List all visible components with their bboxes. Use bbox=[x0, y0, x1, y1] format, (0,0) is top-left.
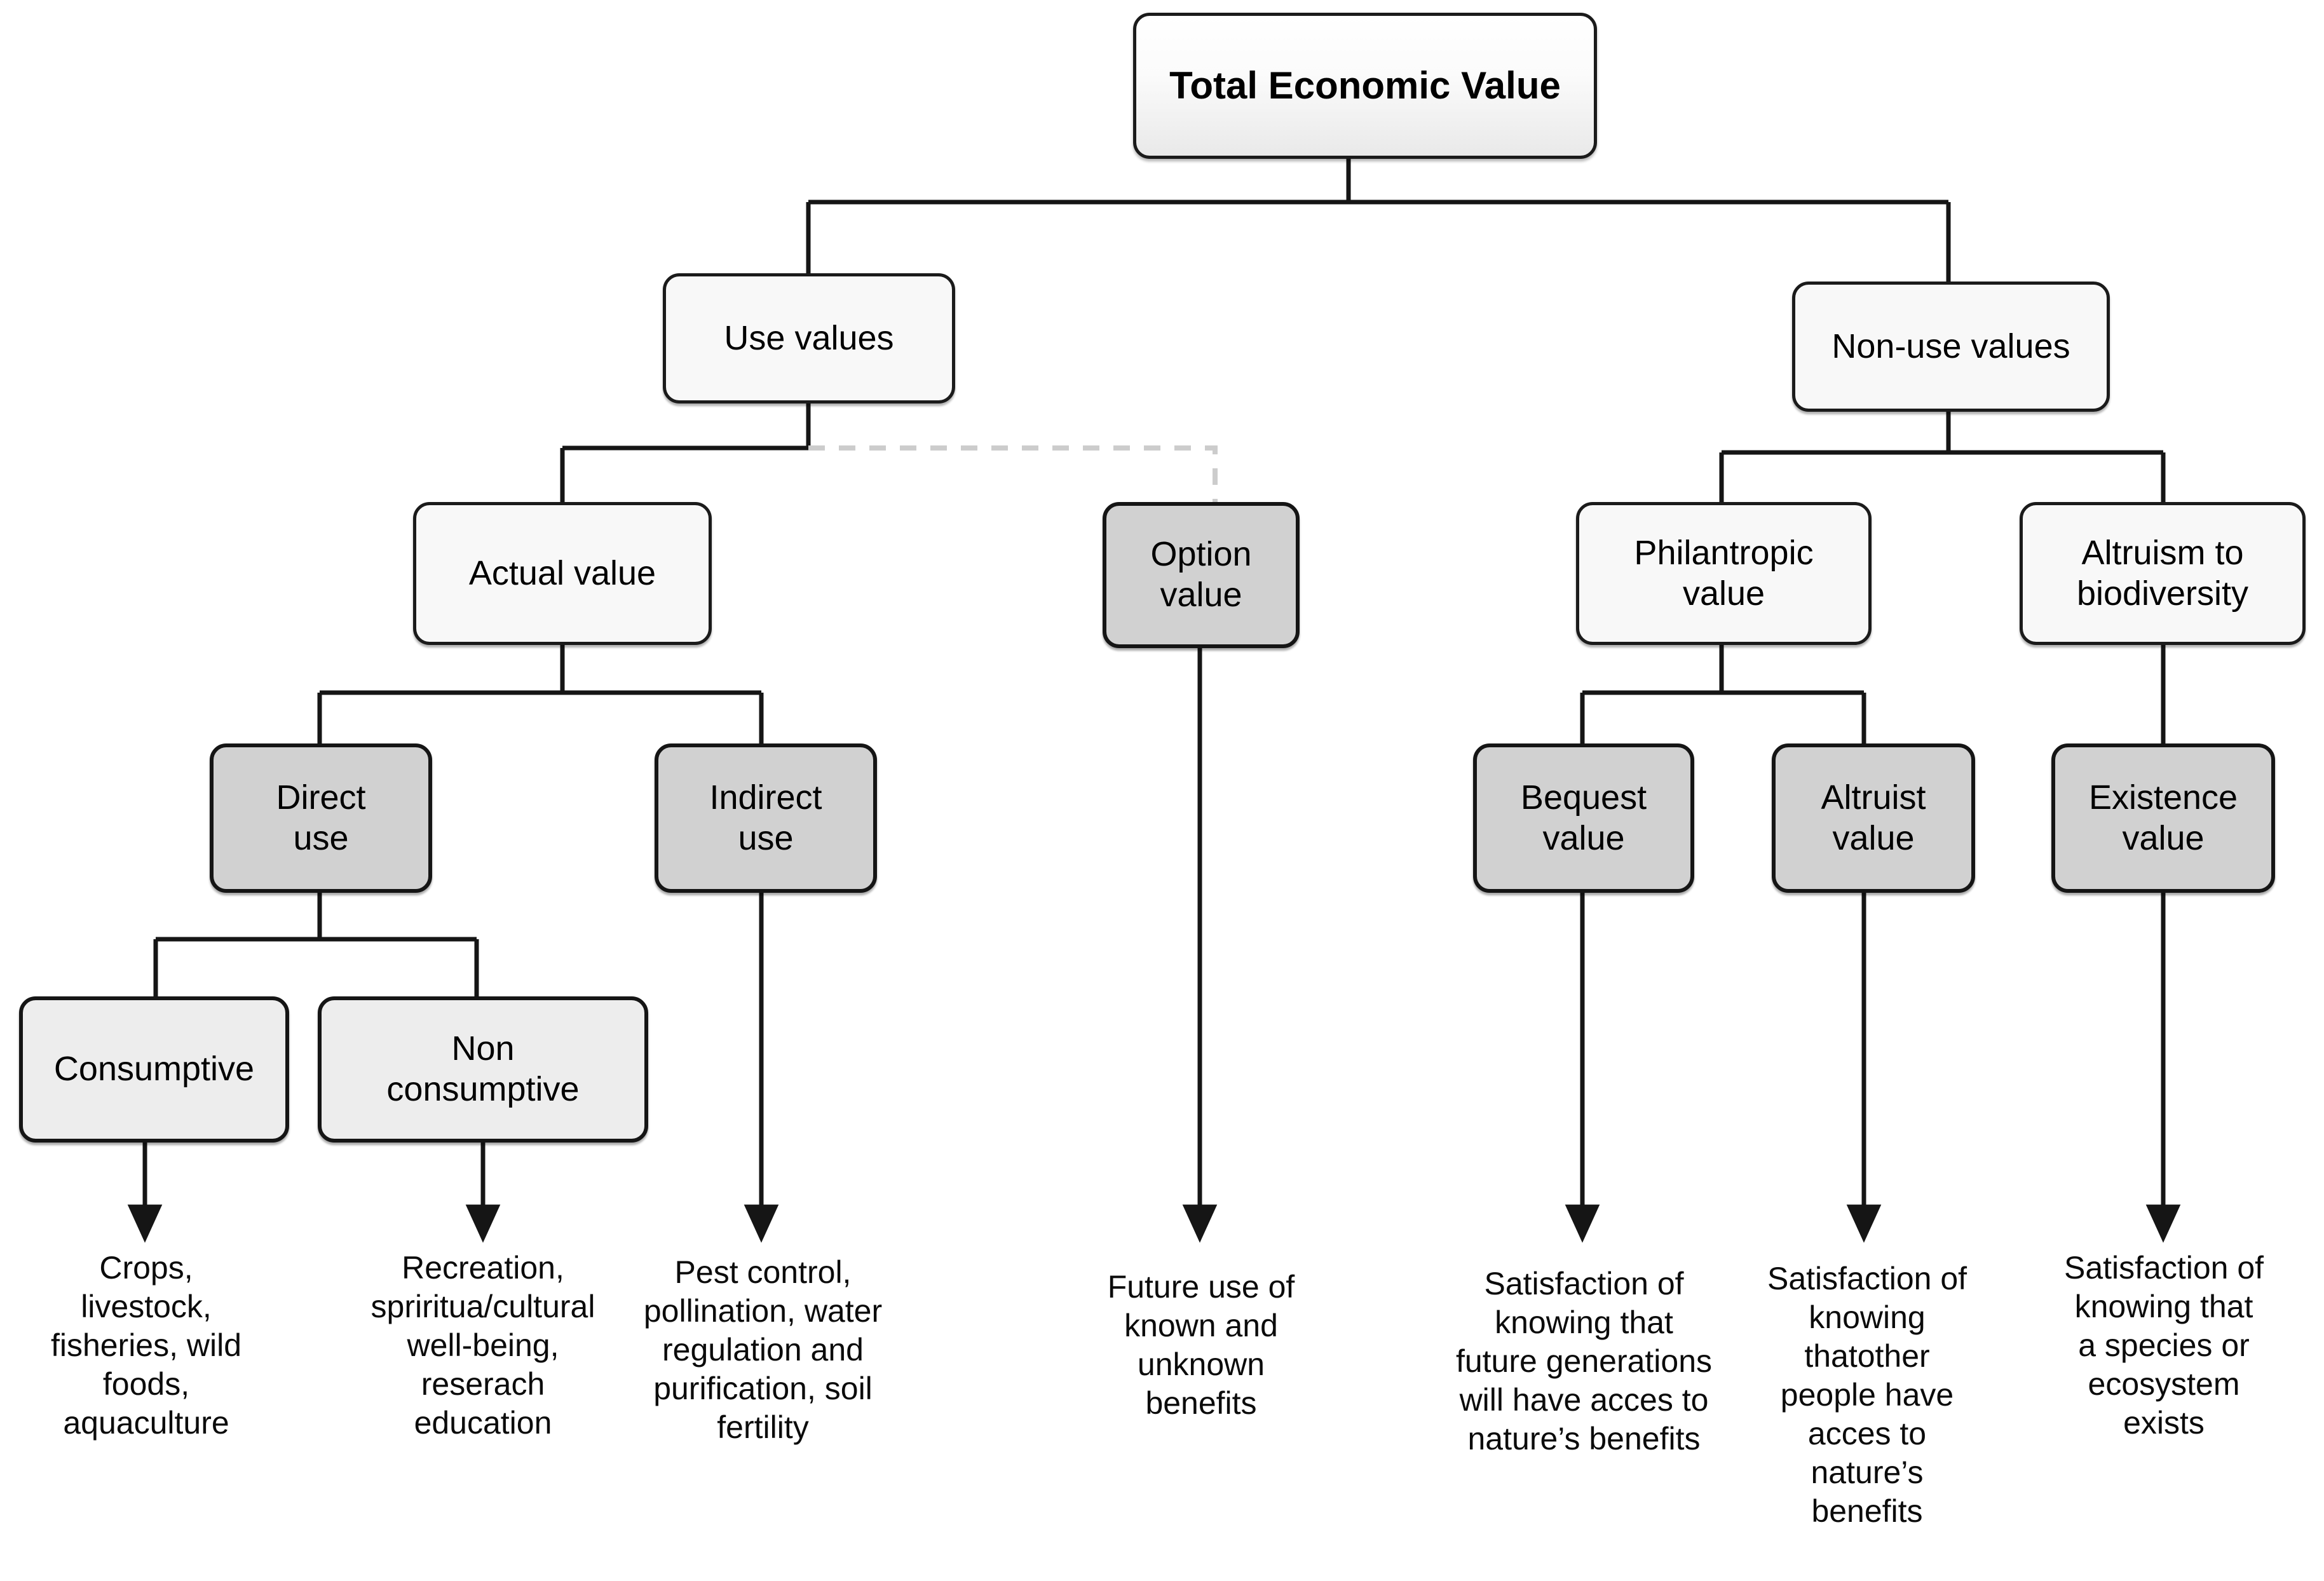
node-philantropic-value[interactable]: Philantropic value bbox=[1576, 502, 1872, 645]
node-altruism-to-biodiversity[interactable]: Altruism to biodiversity bbox=[2020, 502, 2306, 645]
node-option-value[interactable]: Option value bbox=[1103, 502, 1300, 648]
node-altruist-value[interactable]: Altruist value bbox=[1772, 743, 1975, 893]
leaf-indirect-use-examples: Pest control, pollination, water regulat… bbox=[643, 1254, 883, 1445]
node-indirect-use[interactable]: Indirect use bbox=[655, 743, 877, 893]
node-total-economic-value[interactable]: Total Economic Value bbox=[1133, 13, 1597, 159]
node-non-use-values[interactable]: Non-use values bbox=[1792, 282, 2110, 412]
node-actual-value[interactable]: Actual value bbox=[413, 502, 712, 645]
leaf-consumptive-examples: Crops, livestock, fisheries, wild foods,… bbox=[50, 1250, 242, 1441]
edge-use-values-to-option-value-dashed bbox=[808, 445, 1218, 502]
node-consumptive[interactable]: Consumptive bbox=[19, 996, 289, 1143]
node-use-values[interactable]: Use values bbox=[663, 273, 955, 404]
node-bequest-value[interactable]: Bequest value bbox=[1473, 743, 1694, 893]
node-non-consumptive[interactable]: Non consumptive bbox=[318, 996, 648, 1143]
leaf-existence-value-examples: Satisfaction of knowing that a species o… bbox=[2063, 1250, 2264, 1441]
leaf-bequest-value-examples: Satisfaction of knowing that future gene… bbox=[1455, 1266, 1713, 1456]
leaf-non-consumptive-examples: Recreation, spriritua/cultural well-bein… bbox=[370, 1250, 595, 1441]
leaf-altruist-value-examples: Satisfaction of knowing thatother people… bbox=[1767, 1261, 1967, 1529]
node-existence-value[interactable]: Existence value bbox=[2051, 743, 2275, 893]
node-direct-use[interactable]: Direct use bbox=[210, 743, 432, 893]
leaf-option-value-examples: Future use of known and unknown benefits bbox=[1107, 1269, 1295, 1421]
